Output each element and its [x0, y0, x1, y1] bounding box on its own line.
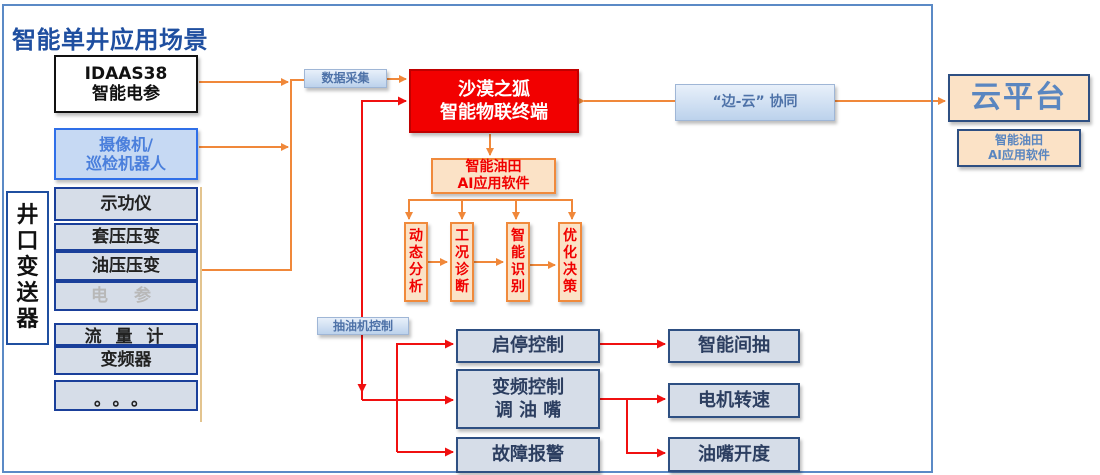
- idaas-desc: 智能电参: [92, 84, 160, 104]
- ai-software-line1: 智能油田: [465, 159, 522, 176]
- step-char: 断: [455, 279, 469, 296]
- link-vfd-to-choke: [626, 399, 666, 458]
- step-char: 优: [563, 227, 577, 244]
- wellhead-char: 器: [16, 306, 39, 332]
- link-wellhead-to-bus: [202, 79, 304, 271]
- iot-terminal-box: 沙漠之狐 智能物联终端: [409, 69, 579, 133]
- step-char: 诊: [455, 262, 469, 278]
- ai-software-box: 智能油田 AI应用软件: [431, 158, 556, 194]
- vfd-line2: 调 油 嘴: [494, 400, 562, 421]
- step-char: 决: [563, 262, 577, 278]
- intermittent-pumping-box: 智能间抽: [668, 329, 800, 363]
- step-char: 工: [455, 227, 469, 244]
- step-optimization-decision: 优 化 决 策: [558, 222, 582, 302]
- idaas-power-meter-box: IDAAS38 智能电参: [54, 55, 198, 113]
- idaas-model: IDAAS38: [84, 63, 168, 84]
- wellhead-char: 变: [16, 255, 39, 281]
- step-dynamic-analysis: 动 态 分 析: [404, 222, 428, 302]
- page-title: 智能单井应用场景: [12, 26, 208, 54]
- camera-robot-box: 摄像机/ 巡检机器人: [54, 128, 198, 180]
- wellhead-char: 送: [16, 280, 39, 306]
- wellhead-char: 口: [16, 229, 39, 255]
- step-char: 策: [563, 279, 577, 296]
- step-char: 识: [511, 262, 525, 278]
- sensor-dynamometer: 示功仪: [54, 187, 198, 221]
- sensor-tubing-pressure: 油压压变: [54, 251, 198, 281]
- step-char: 能: [511, 244, 525, 261]
- sensor-flowmeter: 流 量 计: [54, 323, 198, 346]
- start-stop-control-box: 启停控制: [456, 329, 600, 363]
- sensor-vfd: 变频器: [54, 346, 198, 375]
- wellhead-char: 井: [16, 203, 39, 229]
- step-char: 别: [511, 279, 525, 296]
- cloud-platform-box: 云平台: [948, 74, 1090, 122]
- step-char: 态: [409, 244, 423, 261]
- camera-line2: 巡检机器人: [85, 154, 166, 173]
- fault-alarm-box: 故障报警: [456, 437, 600, 473]
- sensor-casing-pressure: 套压压变: [54, 223, 198, 251]
- link-pump-control-loop: [361, 96, 407, 400]
- cloud-software-line2: AI应用软件: [988, 148, 1050, 162]
- camera-line1: 摄像机/: [99, 134, 153, 154]
- pump-control-tag: 抽油机控制: [317, 317, 409, 335]
- edge-cloud-tag: “边-云” 协同: [675, 84, 835, 121]
- step-char: 分: [409, 262, 423, 278]
- step-char: 动: [409, 227, 423, 244]
- wellhead-transmitter-label: 井 口 变 送 器: [6, 191, 49, 345]
- sensor-group-divider: [200, 187, 202, 422]
- sensor-more: 。。。: [54, 380, 198, 411]
- link-bracket-start-stop: [396, 339, 454, 452]
- step-char: 析: [409, 279, 423, 296]
- vfd-control-box: 变频控制 调 油 嘴: [456, 369, 600, 429]
- cloud-software-line1: 智能油田: [994, 133, 1043, 147]
- choke-opening-box: 油嘴开度: [668, 437, 800, 472]
- motor-speed-box: 电机转速: [668, 383, 800, 418]
- data-collection-tag: 数据采集: [304, 69, 387, 88]
- step-smart-recognition: 智 能 识 别: [506, 222, 530, 302]
- step-char: 况: [455, 244, 469, 261]
- step-char: 化: [563, 244, 577, 261]
- vfd-line1: 变频控制: [492, 376, 564, 398]
- step-char: 智: [511, 227, 525, 244]
- sensor-power-param: 电 参: [54, 281, 198, 311]
- terminal-desc: 智能物联终端: [440, 102, 548, 123]
- terminal-name: 沙漠之狐: [458, 78, 530, 100]
- ai-software-line2: AI应用软件: [457, 176, 530, 192]
- cloud-ai-software-box: 智能油田 AI应用软件: [957, 129, 1081, 167]
- step-condition-diagnosis: 工 况 诊 断: [450, 222, 474, 302]
